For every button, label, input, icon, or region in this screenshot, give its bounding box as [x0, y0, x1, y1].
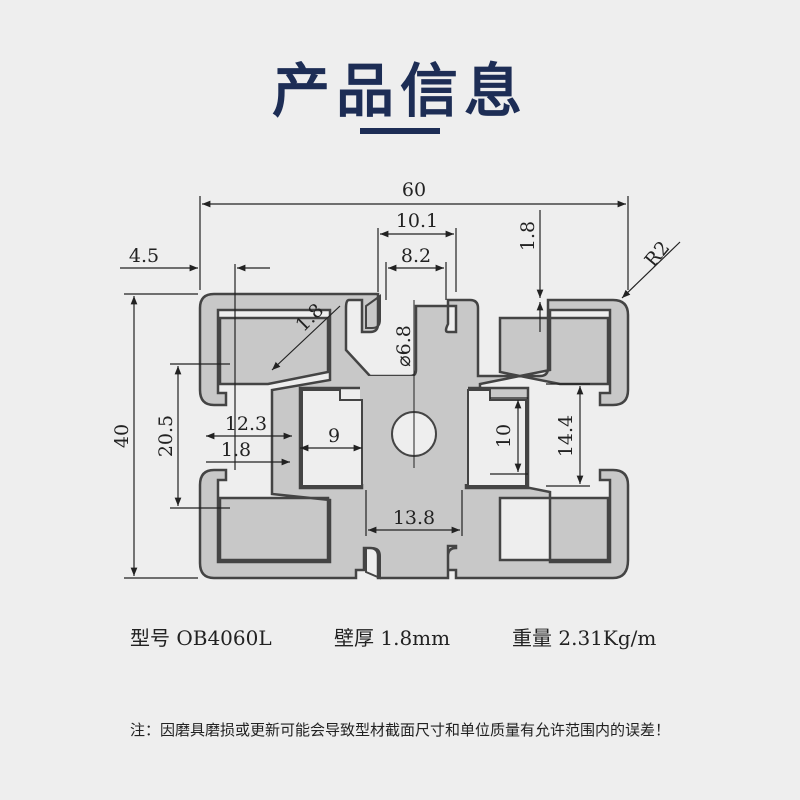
dim-inner-width: 12.3 — [225, 413, 267, 435]
slot-top — [365, 294, 381, 329]
dim-center-width: 13.8 — [393, 507, 435, 529]
spec-wall-value: 1.8mm — [380, 626, 451, 650]
dim-slot-depth: 20.5 — [155, 415, 177, 457]
dim-slot-inner: 8.2 — [401, 245, 431, 267]
title-underline — [360, 128, 440, 134]
spec-weight-value: 2.31Kg/m — [558, 626, 657, 650]
dimension-lines — [120, 196, 681, 579]
slot-right — [467, 389, 527, 487]
spec-wall-label: 壁厚 — [334, 626, 374, 650]
dim-radius: R2 — [640, 237, 674, 271]
spec-weight-label: 重量 — [512, 626, 552, 650]
dim-cavity-height: 14.4 — [555, 415, 577, 457]
spec-model-value: OB4060L — [176, 626, 272, 650]
dim-wall-side: 1.8 — [221, 439, 251, 461]
page-title: 产品信息 — [271, 57, 528, 125]
dim-bore: ⌀6.8 — [393, 325, 415, 367]
slot-left — [301, 389, 363, 487]
aluminum-profile — [198, 292, 630, 580]
spec-model: 型号 OB4060L — [130, 622, 272, 651]
dim-width-total: 60 — [402, 179, 426, 201]
spec-model-label: 型号 — [130, 626, 170, 650]
slot-bottom — [365, 547, 381, 580]
dim-pocket-width: 9 — [328, 425, 340, 447]
dim-height-total: 40 — [111, 424, 133, 448]
dim-slot-outer: 10.1 — [396, 210, 438, 232]
spec-weight: 重量 2.31Kg/m — [512, 622, 656, 651]
dim-wall-top: 1.8 — [517, 221, 539, 251]
dim-edge-offset: 4.5 — [129, 245, 159, 267]
tolerance-note: 注：因磨具磨损或更新可能会导致型材截面尺寸和单位质量有允许范围内的误差！ — [129, 721, 670, 739]
dim-pocket-height: 10 — [493, 424, 515, 448]
spec-wall: 壁厚 1.8mm — [334, 622, 450, 651]
